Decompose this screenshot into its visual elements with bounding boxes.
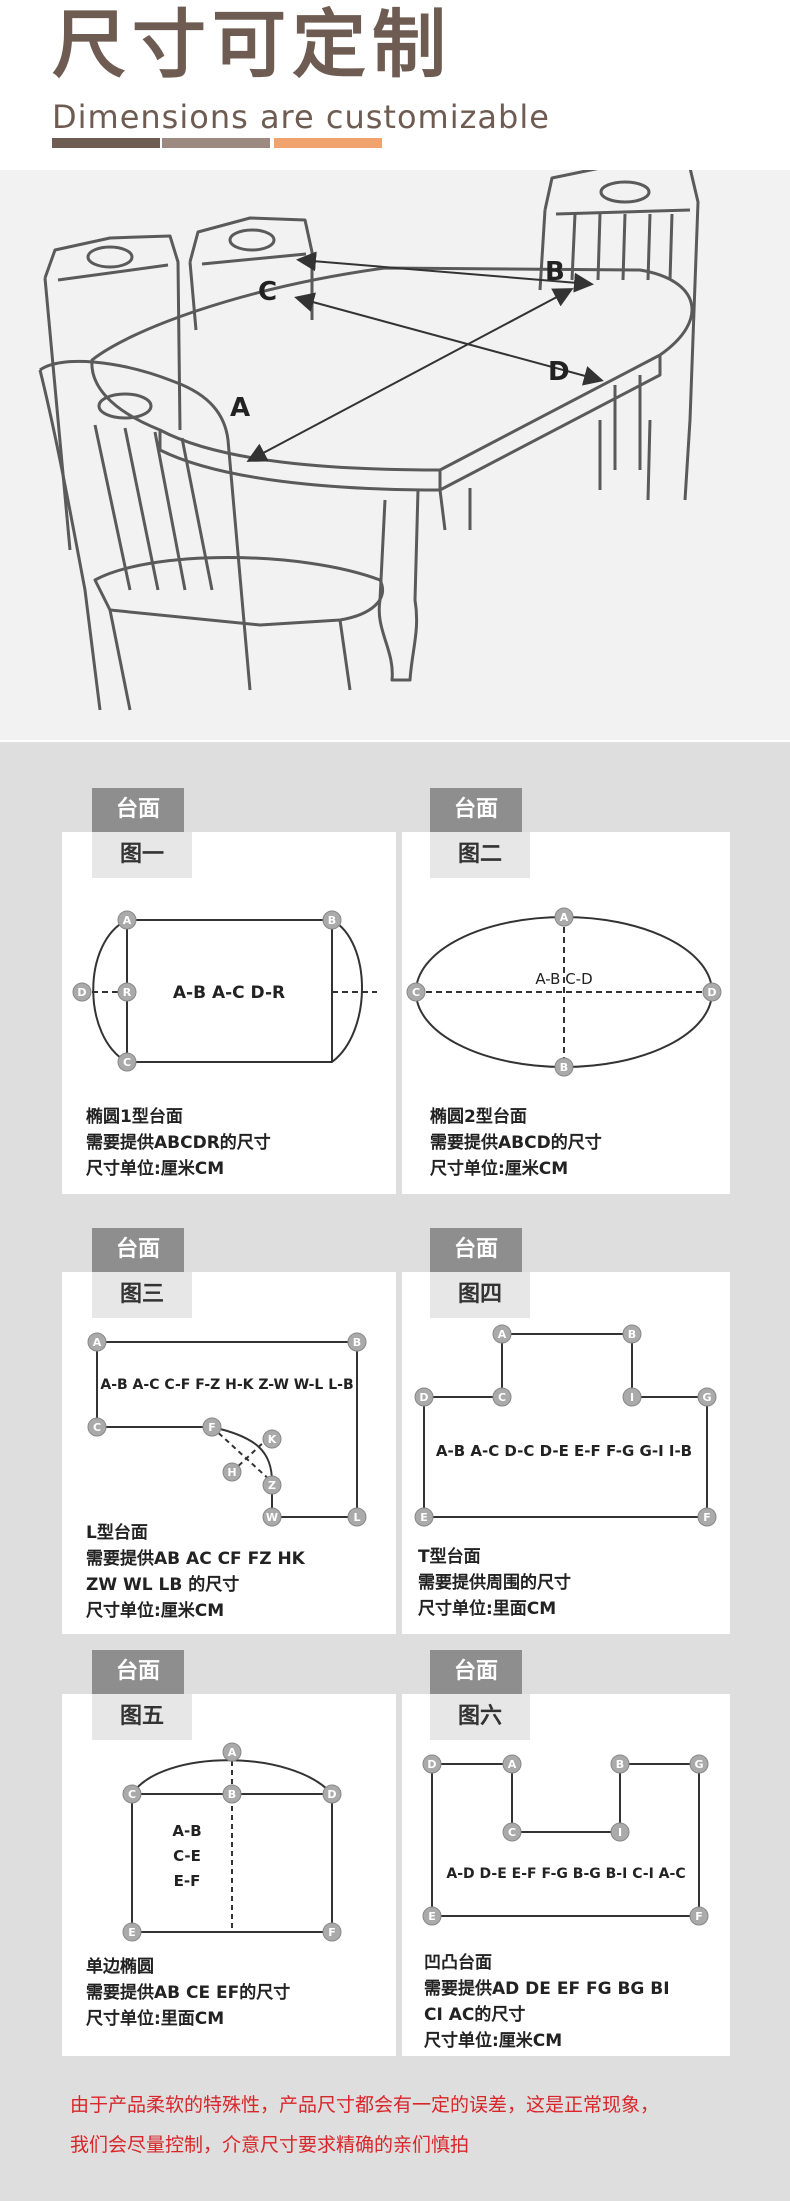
svg-text:F: F xyxy=(703,1511,711,1524)
svg-text:A: A xyxy=(93,1336,102,1349)
svg-text:E: E xyxy=(428,1910,436,1923)
table-sketch: C B D A xyxy=(38,164,700,711)
single-oval-diagram: A B C D E F A-B C-E E-F xyxy=(122,1742,342,1942)
table-illustration: C B D A xyxy=(0,164,790,740)
shape-description: T型台面 需要提供周围的尺寸 尺寸单位:里面CM xyxy=(418,1547,571,1619)
disclaimer-line-2: 我们会尽量控制，介意尺寸要求精确的亲们慎拍 xyxy=(70,2134,470,2156)
svg-text:A: A xyxy=(508,1758,517,1771)
svg-text:A: A xyxy=(123,914,132,927)
shape-card-6: D A B G C I E F A-D D-E E-F F-G B-G B-I … xyxy=(402,1694,730,2056)
dim-label-b: B xyxy=(545,257,565,287)
accent-bar-1 xyxy=(52,138,160,148)
disclaimer-line-1: 由于产品柔软的特殊性，产品尺寸都会有一定的误差，这是正常现象， xyxy=(70,2094,660,2116)
svg-text:L: L xyxy=(353,1511,360,1524)
diagram-formula-2: C-E xyxy=(173,1847,201,1865)
shape-description: 椭圆2型台面 需要提供ABCD的尺寸 尺寸单位:厘米CM xyxy=(430,1107,602,1179)
svg-text:C: C xyxy=(128,1788,136,1801)
svg-text:B: B xyxy=(628,1328,636,1341)
svg-text:G: G xyxy=(702,1391,711,1404)
shape-description: 单边椭圆 需要提供AB CE EF的尺寸 尺寸单位:里面CM xyxy=(86,1957,291,2029)
tag-label: 台面 xyxy=(430,1228,522,1272)
svg-text:W: W xyxy=(266,1511,278,1524)
svg-text:A: A xyxy=(228,1746,237,1759)
svg-text:K: K xyxy=(268,1433,277,1446)
diagram-formula: A-B C-D xyxy=(535,970,592,988)
tag-label: 台面 xyxy=(430,788,522,832)
svg-text:C: C xyxy=(508,1826,516,1839)
dim-label-c: C xyxy=(258,277,277,307)
oval-1-diagram: A B C D R A-B A-C D-R xyxy=(72,910,377,1072)
concave-diagram: D A B G C I E F A-D D-E E-F F-G B-G B-I … xyxy=(422,1754,709,1926)
diagram-formula-3: E-F xyxy=(174,1872,201,1890)
accent-bar-3 xyxy=(274,138,382,148)
shape-card-5: A B C D E F A-B C-E E-F xyxy=(62,1694,396,2056)
svg-text:I: I xyxy=(630,1391,634,1404)
svg-text:D: D xyxy=(77,986,86,999)
tag-label: 台面 xyxy=(430,1650,522,1694)
svg-text:A: A xyxy=(560,911,569,924)
figure-label: 图一 xyxy=(92,832,192,878)
tag-label: 台面 xyxy=(92,788,184,832)
l-shape-diagram: A B C F Z W L H K A-B A-C C-F F-Z H-K Z-… xyxy=(87,1332,367,1527)
diagram-formula: A-B A-C D-R xyxy=(173,983,285,1003)
svg-text:E: E xyxy=(420,1511,428,1524)
svg-text:D: D xyxy=(419,1391,428,1404)
figure-label: 图五 xyxy=(92,1694,192,1740)
figure-label: 图四 xyxy=(430,1272,530,1318)
figure-label: 图三 xyxy=(92,1272,192,1318)
svg-text:B: B xyxy=(228,1788,236,1801)
svg-text:H: H xyxy=(227,1466,236,1479)
page-subtitle: Dimensions are customizable xyxy=(52,98,550,136)
oval-2-diagram: A B C D A-B C-D xyxy=(406,907,722,1077)
svg-text:B: B xyxy=(328,914,336,927)
figure-label: 图二 xyxy=(430,832,530,878)
svg-text:C: C xyxy=(412,986,420,999)
shape-description: L型台面 需要提供AB AC CF FZ HK ZW WL LB 的尺寸 尺寸单… xyxy=(86,1523,305,1621)
svg-text:B: B xyxy=(353,1336,361,1349)
svg-text:B: B xyxy=(616,1758,624,1771)
shape-card-2: A B C D A-B C-D xyxy=(402,832,730,1194)
diagram-formula: A-D D-E E-F F-G B-G B-I C-I A-C xyxy=(446,1866,685,1882)
shape-card-4: A B C D E F G I A-B A-C D-C D-E E-F F-G … xyxy=(402,1272,730,1634)
tag-label: 台面 xyxy=(92,1650,184,1694)
diagram-formula: A-B A-C C-F F-Z H-K Z-W W-L L-B xyxy=(100,1377,353,1393)
svg-text:F: F xyxy=(695,1910,703,1923)
svg-text:C: C xyxy=(498,1391,506,1404)
svg-text:D: D xyxy=(327,1788,336,1801)
accent-bar-2 xyxy=(162,138,270,148)
svg-text:D: D xyxy=(707,986,716,999)
svg-text:F: F xyxy=(208,1421,216,1434)
svg-text:D: D xyxy=(427,1758,436,1771)
t-shape-diagram: A B C D E F G I A-B A-C D-C D-E E-F F-G … xyxy=(414,1324,717,1527)
shape-description: 椭圆1型台面 需要提供ABCDR的尺寸 尺寸单位:厘米CM xyxy=(86,1107,271,1179)
tag-label: 台面 xyxy=(92,1228,184,1272)
svg-text:Z: Z xyxy=(268,1479,276,1492)
dim-label-d: D xyxy=(548,357,570,387)
svg-text:G: G xyxy=(694,1758,703,1771)
svg-text:C: C xyxy=(93,1421,101,1434)
svg-text:B: B xyxy=(560,1061,568,1074)
svg-text:E: E xyxy=(128,1926,136,1939)
figure-label: 图六 xyxy=(430,1694,530,1740)
shape-card-1: A B C D R A-B A-C D-R xyxy=(62,832,396,1194)
dim-label-a: A xyxy=(230,393,250,423)
svg-text:I: I xyxy=(618,1826,622,1839)
shape-card-3: A B C F Z W L H K A-B A-C C-F F-Z H-K Z-… xyxy=(62,1272,396,1634)
svg-text:R: R xyxy=(123,986,132,999)
diagram-formula: A-B A-C D-C D-E E-F F-G G-I I-B xyxy=(436,1442,692,1460)
svg-text:F: F xyxy=(328,1926,336,1939)
svg-text:C: C xyxy=(123,1056,131,1069)
svg-text:A: A xyxy=(498,1328,507,1341)
shape-description: 凹凸台面 需要提供AD DE EF FG BG BI CI AC的尺寸 尺寸单位… xyxy=(424,1953,670,2051)
diagram-formula-1: A-B xyxy=(172,1822,201,1840)
page-title: 尺寸可定制 xyxy=(52,2,452,88)
